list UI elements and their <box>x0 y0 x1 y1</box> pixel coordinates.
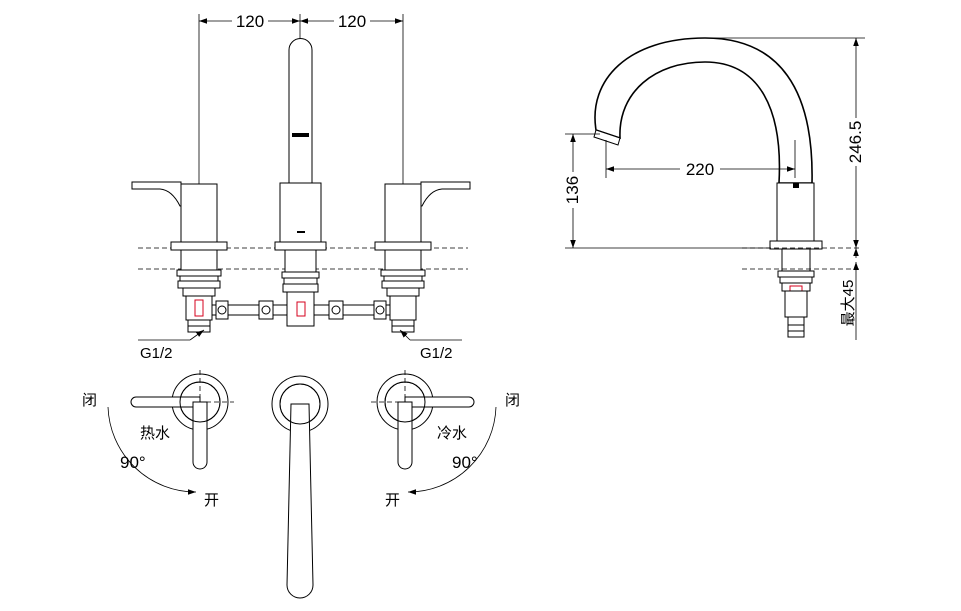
height-136-label: 136 <box>563 176 582 204</box>
reach-label: 220 <box>686 160 714 179</box>
angle-label-right: 90° <box>452 453 478 472</box>
thread-callouts: G1/2 G1/2 <box>138 329 462 362</box>
thread-label-right: G1/2 <box>420 345 453 362</box>
cold-handle-top <box>371 370 475 470</box>
max-deck-dimension: 最大45 <box>840 248 859 340</box>
hot-valve-front <box>131 181 228 333</box>
height-total-label: 246.5 <box>846 121 865 164</box>
max-deck-label: 最大45 <box>840 280 857 327</box>
top-view: 闭 闭 开 开 热水 冷水 90° 90° <box>82 370 520 599</box>
closed-label-left: 闭 <box>82 392 97 409</box>
spout-front <box>274 38 327 327</box>
rotation-arcs <box>107 406 497 495</box>
cold-water-label: 冷水 <box>437 425 467 442</box>
side-view: 220 136 246.5 最大45 <box>562 37 866 340</box>
front-view: 120 120 <box>131 12 471 362</box>
hot-water-label: 热水 <box>140 425 170 442</box>
spacing-left-label: 120 <box>236 12 264 31</box>
cold-valve-front <box>374 181 471 333</box>
open-label-left: 开 <box>204 492 219 509</box>
height-total-dimension: 246.5 <box>705 37 866 248</box>
spacing-right-label: 120 <box>338 12 366 31</box>
open-label-right: 开 <box>385 492 400 509</box>
connecting-pipes <box>211 300 391 320</box>
spout-top <box>271 375 329 599</box>
thread-label-left: G1/2 <box>140 345 173 362</box>
height-136-dimension: 136 <box>562 133 770 249</box>
spacing-dimension: 120 120 <box>198 12 404 185</box>
angle-label-left: 90° <box>120 453 146 472</box>
closed-label-right: 闭 <box>505 392 520 409</box>
reach-dimension: 220 <box>605 140 796 179</box>
logo-mark <box>292 133 309 137</box>
hot-handle-top <box>130 370 234 470</box>
